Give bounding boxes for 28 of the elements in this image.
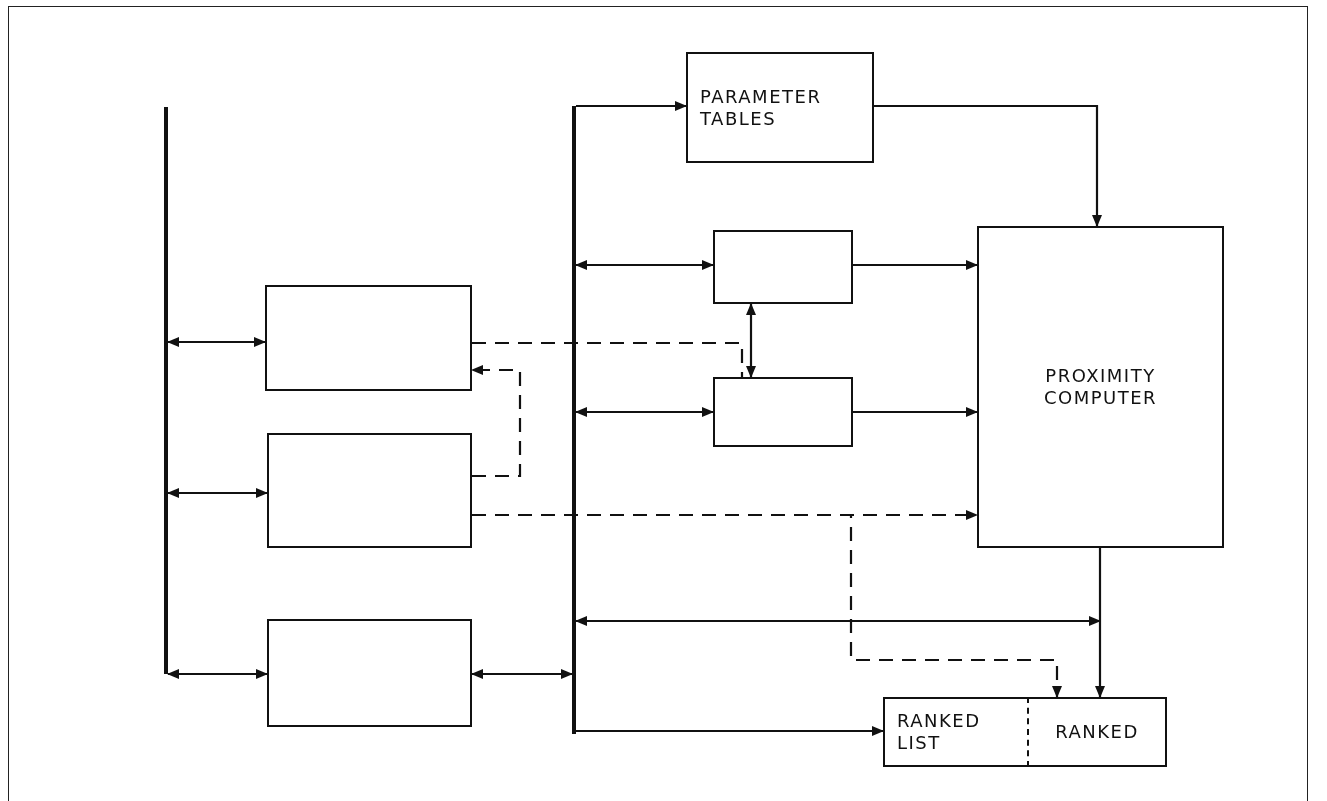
arrow bbox=[575, 616, 1101, 626]
arrow bbox=[167, 669, 268, 679]
arrow bbox=[1095, 548, 1105, 698]
arrow bbox=[576, 101, 687, 111]
box-label: PARAMETER TABLES bbox=[700, 85, 823, 130]
process-box bbox=[977, 226, 1224, 548]
empty-block bbox=[267, 619, 472, 727]
arrow bbox=[575, 260, 714, 270]
dashed-arrow bbox=[471, 365, 522, 478]
empty-block bbox=[713, 230, 853, 304]
arrow bbox=[853, 260, 978, 270]
arrow bbox=[874, 104, 1102, 227]
empty-block bbox=[265, 285, 472, 391]
box-label: PROXIMITY COMPUTER bbox=[1042, 365, 1159, 409]
empty-block bbox=[267, 433, 472, 548]
arrow bbox=[575, 407, 714, 417]
arrow bbox=[167, 337, 266, 347]
arrow bbox=[576, 726, 884, 736]
arrow bbox=[471, 669, 573, 679]
box-label: RANKED bbox=[1055, 721, 1139, 743]
process-box bbox=[1027, 697, 1167, 767]
process-box bbox=[883, 697, 1027, 767]
empty-block bbox=[713, 377, 853, 447]
box-label: RANKED LIST bbox=[897, 710, 982, 754]
process-box bbox=[686, 52, 874, 163]
arrow bbox=[853, 407, 978, 417]
arrow bbox=[746, 303, 756, 378]
arrow bbox=[167, 488, 268, 498]
